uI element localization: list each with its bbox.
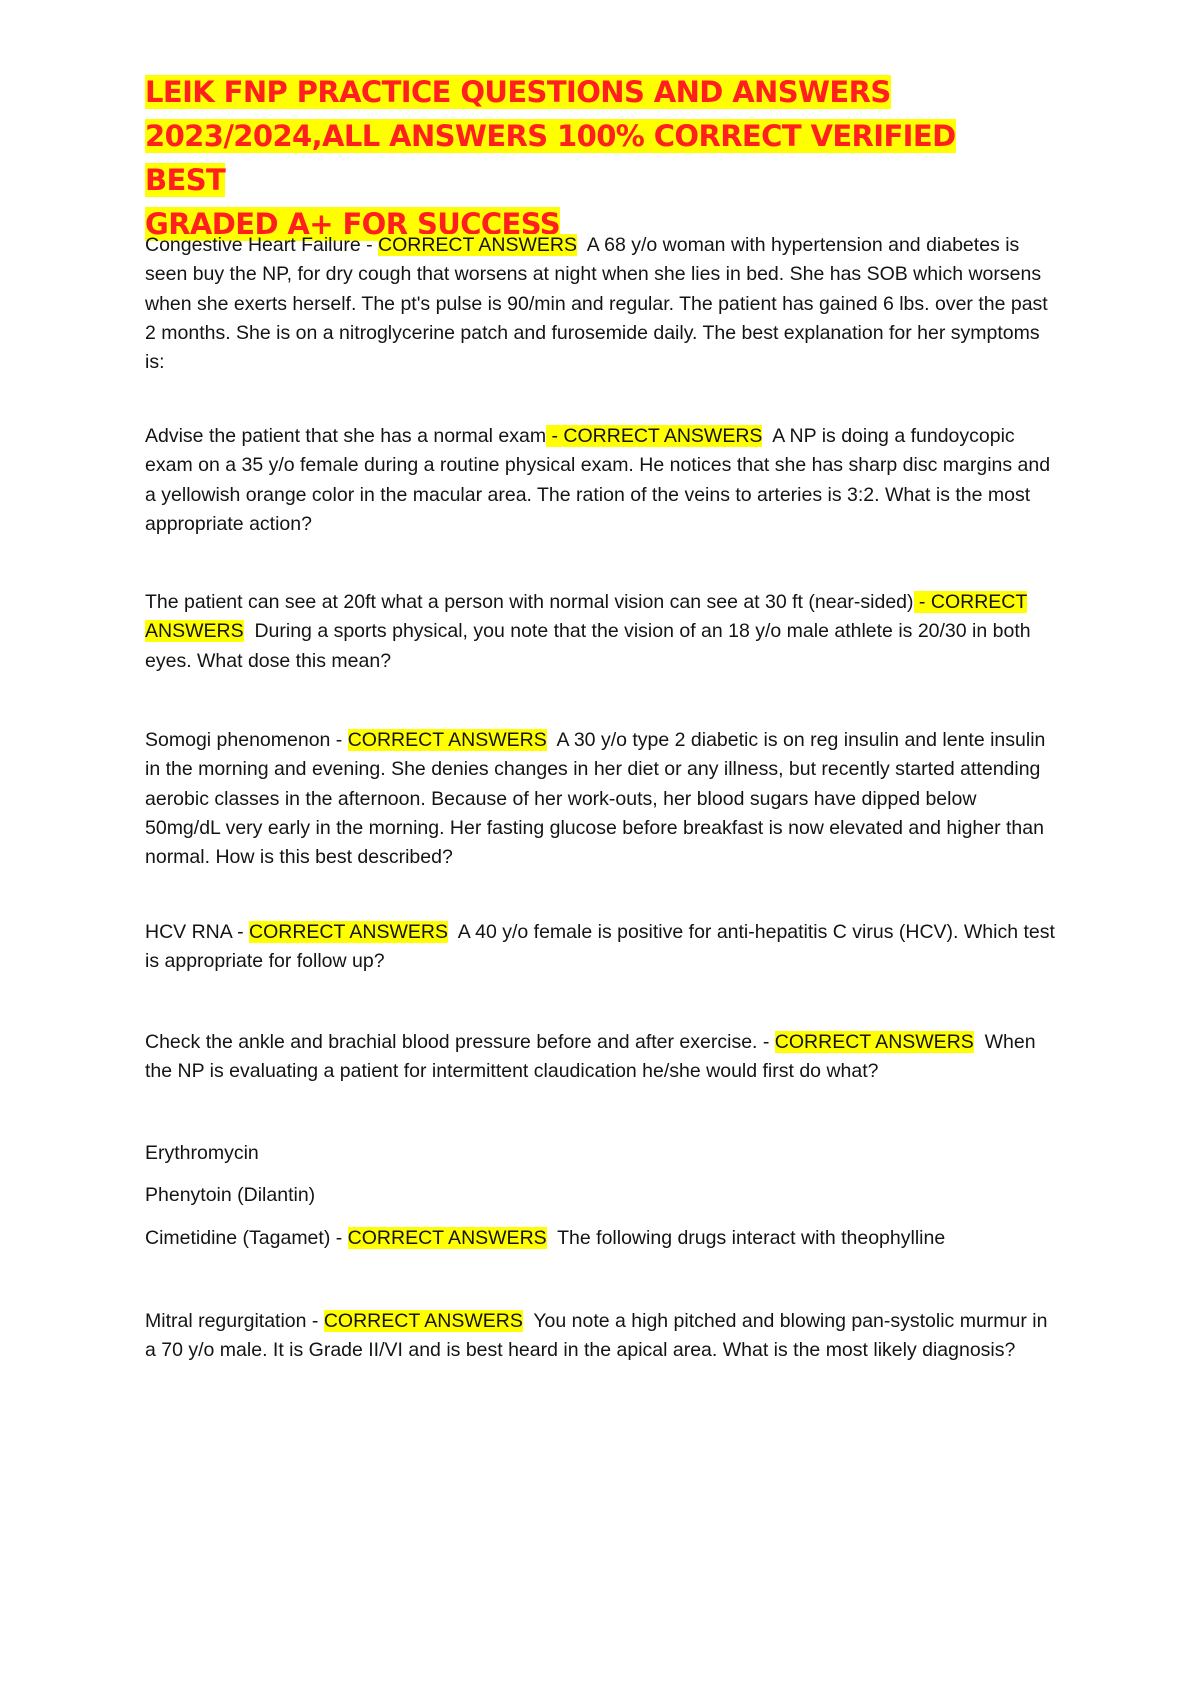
correct-answers-marker: CORRECT ANSWERS xyxy=(563,425,763,447)
qa-paragraph: The patient can see at 20ft what a perso… xyxy=(145,588,1055,676)
qa-item: The patient can see at 20ft what a perso… xyxy=(145,588,1055,676)
qa-paragraph: Mitral regurgitation - CORRECT ANSWERS Y… xyxy=(145,1307,1055,1366)
answer-dash: - xyxy=(913,591,931,613)
correct-answers-marker: CORRECT ANSWERS xyxy=(347,1226,547,1249)
answer-text: Check the ankle and brachial blood press… xyxy=(145,1031,775,1053)
answer-list-line: Phenytoin (Dilantin) xyxy=(145,1184,316,1207)
answer-text: The patient can see at 20ft what a perso… xyxy=(145,591,914,613)
qa-paragraph: Check the ankle and brachial blood press… xyxy=(145,1028,1055,1087)
qa-paragraph: Cimetidine (Tagamet) - CORRECT ANSWERS T… xyxy=(145,1224,1055,1253)
question-text: You note a high pitched and blowing pan-… xyxy=(145,1310,1048,1362)
correct-answers-marker: CORRECT ANSWERS xyxy=(323,1310,523,1332)
qa-paragraph: HCV RNA - CORRECT ANSWERS A 40 y/o femal… xyxy=(145,918,1055,977)
correct-answers-marker: CORRECT ANSWERS xyxy=(774,1031,974,1053)
answer-text: Somogi phenomenon - xyxy=(145,729,348,751)
qa-item: Erythromycin Phenytoin (Dilantin) Cimeti… xyxy=(145,1139,1055,1253)
title-line: GRADED A+ FOR SUCCESS xyxy=(145,207,561,241)
question-text: A 40 y/o female is positive for anti-hep… xyxy=(145,921,1055,973)
title-line: 2023/2024,ALL ANSWERS 100% CORRECT VERIF… xyxy=(145,119,956,197)
question-text: When the NP is evaluating a patient for … xyxy=(145,1031,1036,1083)
qa-item: HCV RNA - CORRECT ANSWERS A 40 y/o femal… xyxy=(145,918,1055,977)
answer-text: Mitral regurgitation - xyxy=(145,1310,324,1332)
document-title: LEIK FNP PRACTICE QUESTIONS AND ANSWERS … xyxy=(145,70,1045,246)
answer-text: HCV RNA - xyxy=(145,921,250,943)
correct-answers-marker: CORRECT ANSWERS xyxy=(249,921,449,943)
question-text: The following drugs interact with theoph… xyxy=(557,1226,946,1249)
question-text: During a sports physical, you note that … xyxy=(145,620,1031,672)
correct-answers-marker: CORRECT ANSWERS xyxy=(378,234,578,256)
qa-paragraph: Somogi phenomenon - CORRECT ANSWERS A 30… xyxy=(145,726,1055,872)
qa-paragraph: Congestive Heart Failure - CORRECT ANSWE… xyxy=(145,231,1055,377)
qa-item: Mitral regurgitation - CORRECT ANSWERS Y… xyxy=(145,1307,1055,1366)
question-text: A NP is doing a fundoycopic exam on a 35… xyxy=(145,425,1051,535)
qa-item: Congestive Heart Failure - CORRECT ANSWE… xyxy=(145,231,1055,377)
answer-text: Advise the patient that she has a normal… xyxy=(145,425,547,447)
qa-paragraph: Advise the patient that she has a normal… xyxy=(145,422,1055,539)
answer-text: Congestive Heart Failure - xyxy=(145,234,379,256)
question-text: A 68 y/o woman with hypertension and dia… xyxy=(145,234,1048,374)
qa-item: Somogi phenomenon - CORRECT ANSWERS A 30… xyxy=(145,726,1055,872)
answer-list-line: Erythromycin xyxy=(145,1142,259,1164)
qa-item: Check the ankle and brachial blood press… xyxy=(145,1028,1055,1087)
answer-dash: - xyxy=(546,425,564,447)
title-line: LEIK FNP PRACTICE QUESTIONS AND ANSWERS xyxy=(145,75,891,109)
answer-text: Cimetidine (Tagamet) - xyxy=(145,1226,348,1249)
correct-answers-marker: CORRECT ANSWERS xyxy=(347,729,547,751)
qa-item: Advise the patient that she has a normal… xyxy=(145,422,1055,539)
question-text: A 30 y/o type 2 diabetic is on reg insul… xyxy=(145,729,1046,869)
